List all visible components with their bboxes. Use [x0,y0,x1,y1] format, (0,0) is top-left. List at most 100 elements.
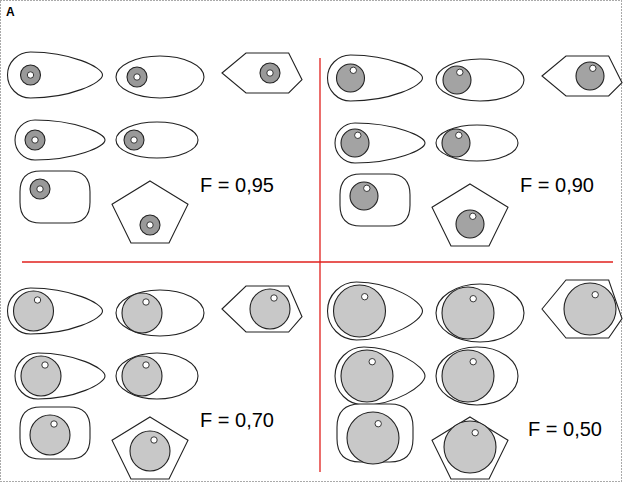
nucleolus [37,186,43,192]
cell-nucleus [21,356,61,396]
label-holder: F = 0,95 [200,174,274,197]
cell-figure [328,282,423,340]
cell-nucleus [130,431,170,471]
nucleolus [470,213,476,219]
cell-nucleus [443,66,471,94]
nucleolus [143,299,149,305]
nucleolus [267,70,273,76]
cell-outline [116,290,204,336]
cell-outline [436,347,518,405]
cell-nucleus [140,215,160,235]
cell-nucleus [21,65,41,85]
cell-outline [328,282,423,340]
cell-figure [20,171,90,223]
cell-nucleus [337,64,365,92]
nucleolus [456,132,462,138]
nucleolus [134,74,140,80]
nucleolus [375,421,381,427]
cell-outline [116,353,198,399]
nucleolus [592,292,598,298]
cell-figure [340,174,410,226]
cell-outline [116,122,198,158]
cell-figure [7,52,102,98]
cell-nucleus [341,350,393,402]
cell-outline [112,417,188,479]
cell-nucleus [14,291,54,331]
nucleolus [271,295,277,301]
cell-nucleus [347,412,399,464]
divider-line [319,58,320,472]
cell-nucleus [127,67,147,87]
cell-figure [116,56,204,98]
f-value: F = 0,50 [528,418,602,440]
cell-nucleus [122,356,162,396]
cell-outline [542,280,622,338]
cell-figure [116,290,204,336]
cell-figure [542,56,622,96]
cell-figure [7,288,102,334]
nucleolus [27,72,33,78]
nucleolus [355,132,361,138]
cell-outline [15,353,105,399]
label-holder: A [6,2,15,20]
panel-letter: A [6,5,15,19]
cell-figure [432,184,508,246]
cell-nucleus [30,179,50,199]
nucleolus [369,359,375,365]
nucleolus [362,294,368,300]
nucleolus [470,296,476,302]
nucleolus [143,362,149,368]
cell-figure [112,417,188,479]
cell-nucleus [576,62,604,90]
cell-nucleus [456,210,484,238]
cell-figure [20,407,90,459]
cell-outline [340,174,410,226]
cell-nucleus [25,130,45,150]
f-value: F = 0,90 [520,174,594,196]
nucleolus [472,430,478,436]
cell-outline [335,123,425,163]
cell-nucleus [334,285,386,337]
cell-nucleus [341,129,369,157]
cell-outline [116,56,204,98]
cell-nucleus [122,293,162,333]
f-value: F = 0,95 [200,174,274,196]
cell-outline [20,171,90,223]
label-holder: F = 0,70 [200,409,274,432]
cell-outline [436,284,524,342]
cell-nucleus [250,289,290,329]
cell-figure [335,123,425,163]
nucleolus [147,222,153,228]
nucleolus [131,137,137,143]
nucleolus [51,421,57,427]
cell-outline [7,52,102,98]
cell-outline [328,55,423,101]
nucleolus [457,69,463,75]
f-value: F = 0,70 [200,409,274,431]
cell-nucleus [442,350,494,402]
nucleolus [364,185,370,191]
cell-figure [542,280,622,338]
cell-nucleus [124,130,144,150]
nucleolus [470,359,476,365]
nucleolus [590,65,596,71]
cell-nucleus [444,421,496,473]
label-holder: F = 0,50 [528,418,602,441]
cell-figure [116,353,198,399]
cell-nucleus [350,182,378,210]
cell-outline [542,56,622,96]
cell-outline [335,347,425,405]
cell-figure [436,347,518,405]
cell-figure [335,347,425,405]
cell-figure [432,417,508,479]
cell-figure [436,59,524,101]
nucleolus [151,437,157,443]
cell-outline [20,407,90,459]
cell-figure [116,122,198,158]
nucleolus [350,67,356,73]
nucleolus [42,362,48,368]
cell-outline [112,181,188,243]
cell-outline [222,53,302,93]
